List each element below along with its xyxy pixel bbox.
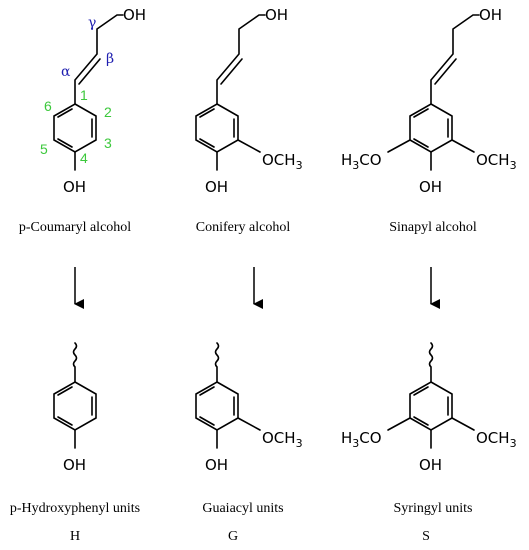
- wavy-attachment-bond: [72, 342, 78, 383]
- benzene-ring: [195, 103, 239, 153]
- benzene-ring: [53, 103, 97, 153]
- oh-label: OH: [63, 178, 86, 196]
- propenol-side-chain: [74, 14, 124, 105]
- conifery-alcohol-label: Conifery alcohol: [196, 220, 291, 235]
- conifery-alcohol-structure: OH OCH3 OH: [195, 6, 303, 196]
- oh-label: OH: [123, 6, 146, 24]
- benzene-ring: [195, 381, 239, 431]
- oh-label: OH: [205, 178, 228, 196]
- methoxy-label: OCH3: [262, 429, 303, 450]
- s-unit-code: S: [422, 529, 430, 544]
- position-3-label: 3: [104, 135, 112, 151]
- position-5-label: 5: [40, 141, 48, 157]
- propenol-side-chain: [216, 14, 266, 105]
- benzene-ring: [409, 103, 453, 153]
- syringyl-units-label: Syringyl units: [394, 501, 473, 516]
- methoxy-label: OCH3: [262, 151, 303, 172]
- oh-label: OH: [265, 6, 288, 24]
- sinapyl-alcohol-structure: OH OCH3 H3CO OH: [341, 6, 517, 196]
- p-coumaryl-alcohol-label: p-Coumaryl alcohol: [19, 220, 131, 235]
- position-1-label: 1: [80, 87, 88, 103]
- wavy-attachment-bond: [428, 342, 434, 383]
- oh-label: OH: [419, 178, 442, 196]
- h-unit-code: H: [70, 529, 80, 544]
- oh-label: OH: [419, 456, 442, 474]
- methoxy-left-label: H3CO: [341, 151, 382, 172]
- position-4-label: 4: [80, 150, 88, 166]
- oh-label: OH: [479, 6, 502, 24]
- propenol-side-chain: [430, 14, 480, 105]
- gamma-label: γ: [88, 15, 96, 31]
- methoxy-left-label: H3CO: [341, 429, 382, 450]
- g-unit-code: G: [228, 529, 238, 544]
- methoxy-label: OCH3: [476, 151, 517, 172]
- methoxy-label: OCH3: [476, 429, 517, 450]
- guaiacyl-unit-structure: OCH3 OH: [195, 342, 303, 474]
- wavy-attachment-bond: [214, 342, 220, 383]
- oh-label: OH: [63, 456, 86, 474]
- position-6-label: 6: [44, 98, 52, 114]
- sinapyl-alcohol-label: Sinapyl alcohol: [389, 220, 477, 235]
- p-hydroxyphenyl-unit-structure: OH: [53, 342, 97, 474]
- p-hydroxyphenyl-units-label: p-Hydroxyphenyl units: [10, 501, 140, 516]
- oh-label: OH: [205, 456, 228, 474]
- alpha-label: α: [61, 64, 71, 80]
- benzene-ring: [409, 381, 453, 431]
- beta-label: β: [106, 51, 114, 67]
- guaiacyl-units-label: Guaiacyl units: [202, 501, 283, 516]
- syringyl-unit-structure: OCH3 H3CO OH: [341, 342, 517, 474]
- p-coumaryl-alcohol-structure: OH OH γ β α 1 2 3 4 5 6: [40, 6, 146, 196]
- position-2-label: 2: [104, 104, 112, 120]
- benzene-ring: [53, 381, 97, 431]
